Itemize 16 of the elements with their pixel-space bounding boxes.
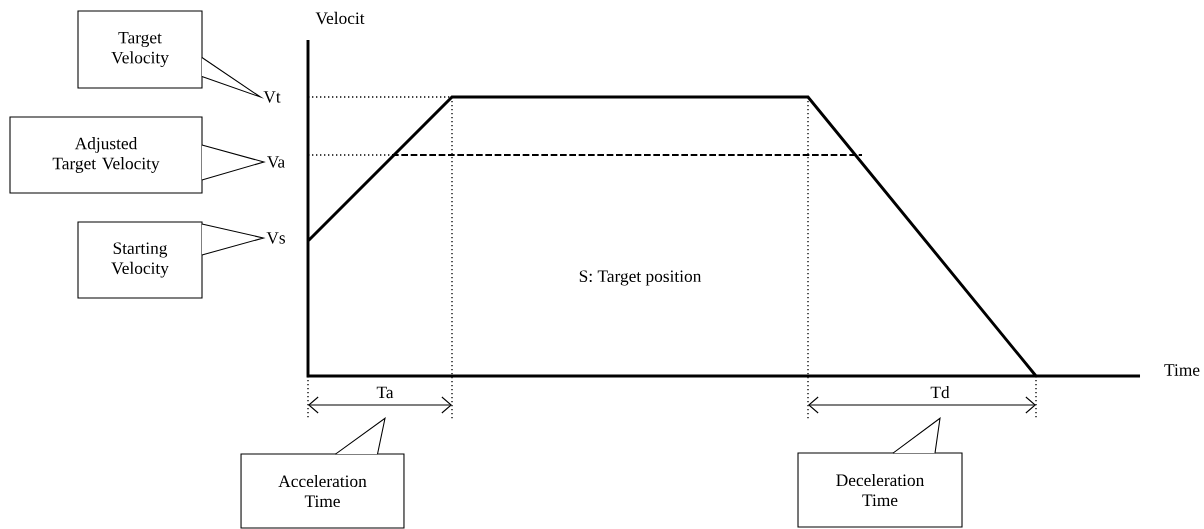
callout-box: Starting Velocity [77, 221, 203, 299]
axis-value-label: Va [267, 156, 285, 168]
axis-title: Time [1164, 364, 1200, 376]
callout-tail [201, 144, 266, 181]
axis-title: Velocit [315, 11, 365, 25]
callout-tail [201, 56, 265, 99]
callout-tail [892, 417, 941, 454]
callout-box: Adjusted Target Velocity [9, 116, 203, 194]
callout-tail [201, 223, 266, 256]
axis-value-label: Td [930, 386, 950, 399]
area-label: S: Target position [579, 270, 702, 286]
callout-box: Target Velocity [77, 10, 203, 89]
axis-value-label: Ta [376, 386, 394, 399]
callout-tail [334, 417, 386, 455]
axis-value-label: Vs [266, 232, 285, 244]
axis-value-label: Vt [263, 91, 281, 103]
